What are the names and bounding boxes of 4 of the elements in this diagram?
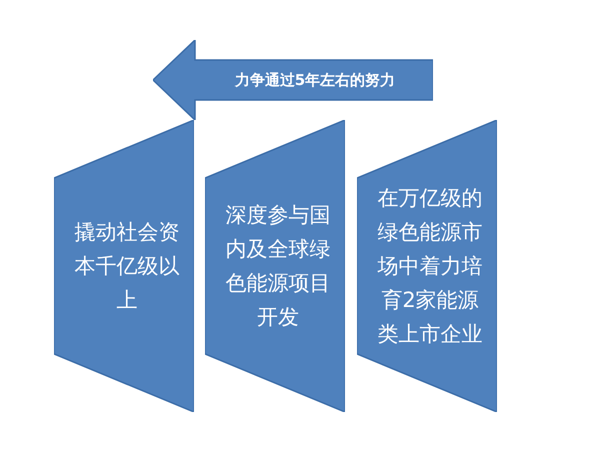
panel-text: 深度参与国内及全球绿色能源项目开发	[224, 202, 332, 331]
panel-text: 在万亿级的绿色能源市场中着力培育2家能源类上市企业	[376, 185, 484, 348]
panel-text: 撬动社会资本千亿级以上	[74, 219, 180, 314]
arrow-label: 力争通过5年左右的努力	[234, 70, 396, 91]
